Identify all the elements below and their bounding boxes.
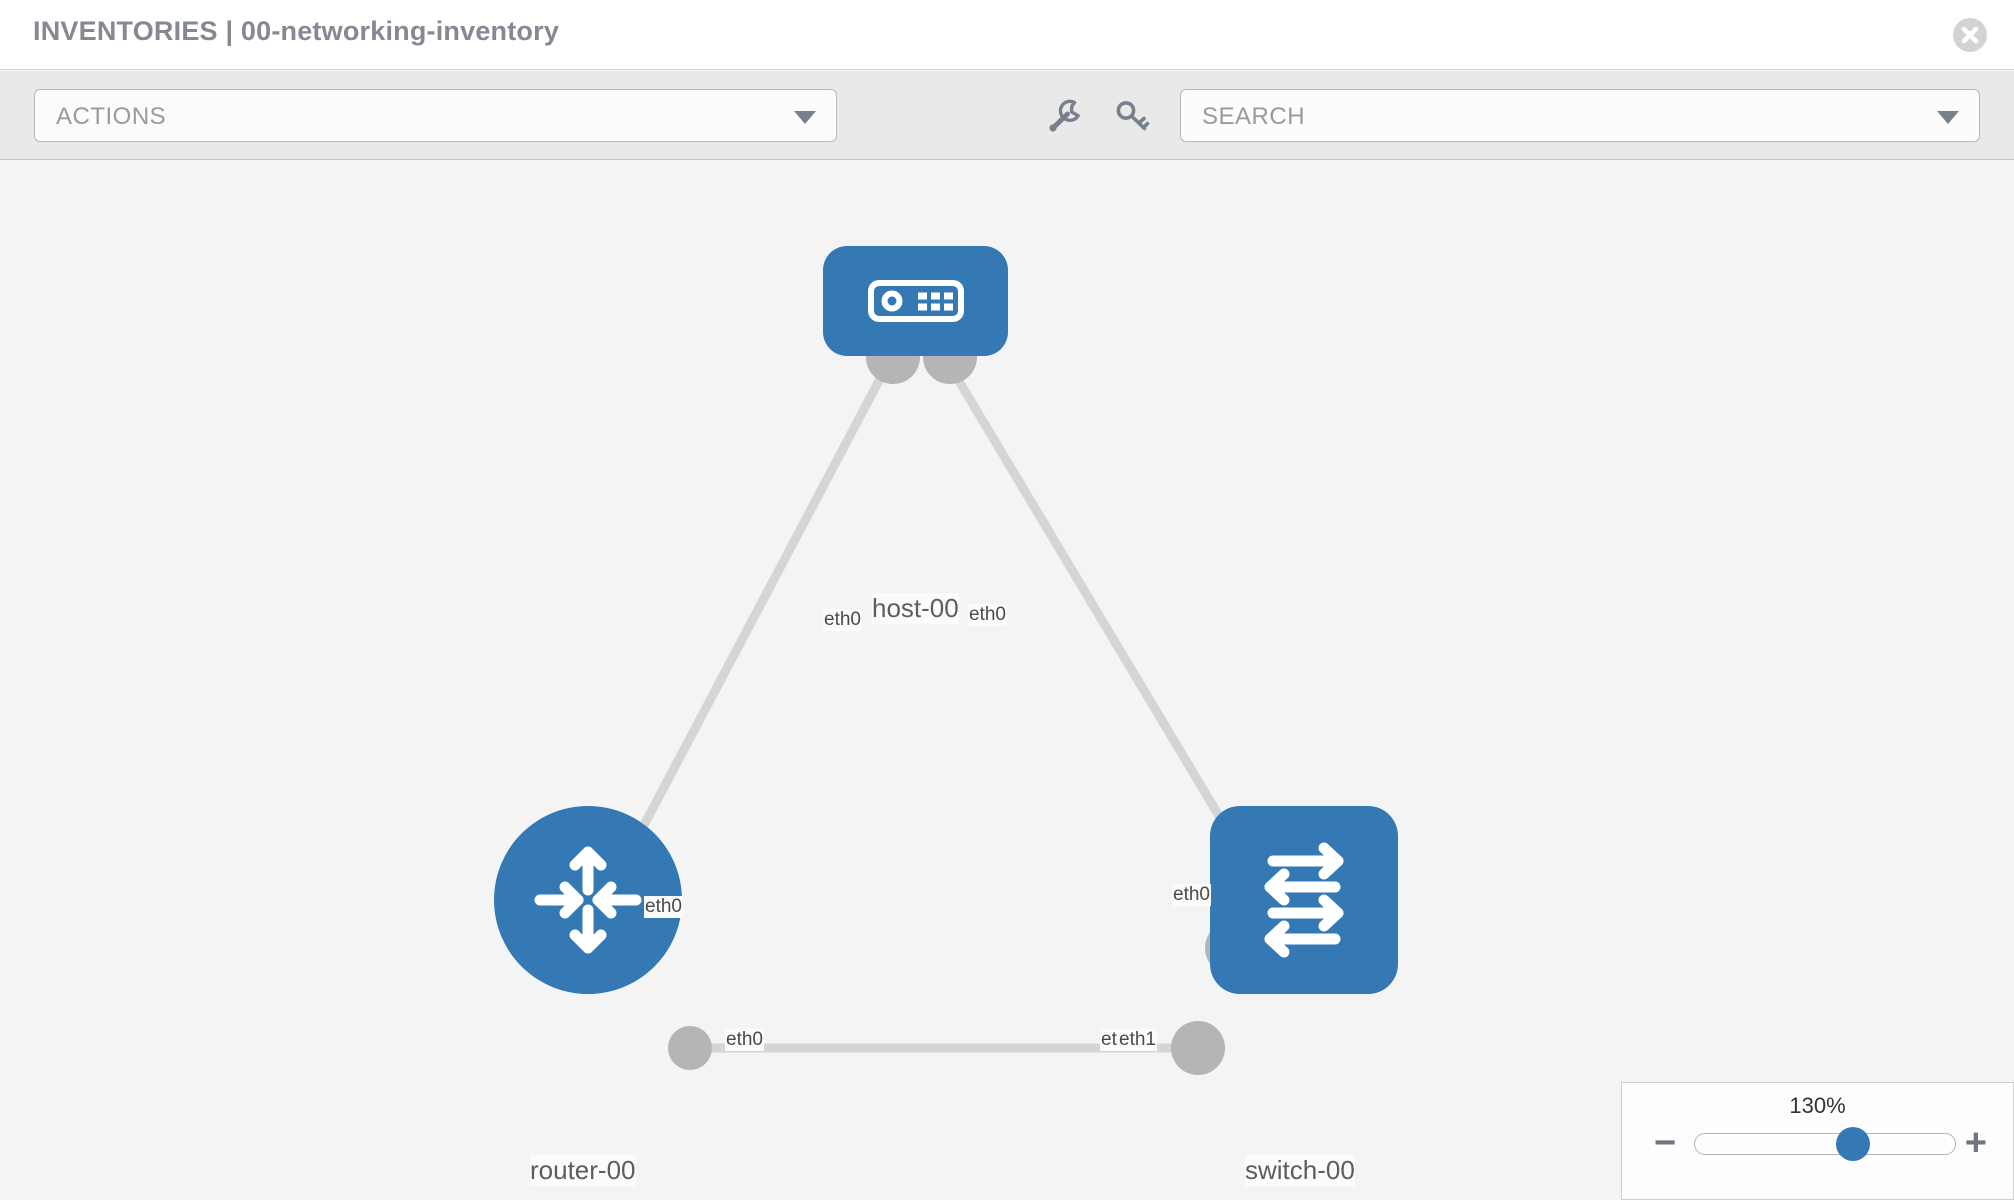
node-host-00-name: host-00	[872, 593, 959, 624]
actions-dropdown-label: ACTIONS	[56, 103, 167, 130]
node-switch-00-label: switch-00	[1245, 1155, 1355, 1186]
wrench-icon[interactable]	[1043, 95, 1085, 137]
search-placeholder: SEARCH	[1202, 103, 1306, 130]
node-host-00-shape[interactable]	[823, 246, 1008, 356]
search-chevron-down-icon	[1937, 111, 1959, 124]
iface-label-switch-up: eth0	[1172, 884, 1211, 906]
toolbar: ACTIONS SEARCH	[0, 71, 2014, 160]
iface-label-switch-left-eth1: eth1	[1118, 1029, 1157, 1051]
close-button[interactable]	[1953, 18, 1987, 52]
actions-dropdown[interactable]: ACTIONS	[34, 89, 837, 142]
node-switch-00-shape[interactable]	[1210, 806, 1398, 994]
zoom-slider-track[interactable]	[1694, 1127, 1956, 1161]
topology-canvas[interactable]: host-00 host-00 router-00	[0, 161, 2014, 1200]
search-input[interactable]: SEARCH	[1180, 89, 1980, 142]
zoom-out-button[interactable]: −	[1654, 1122, 1677, 1164]
iface-label-host-left: eth0	[823, 609, 862, 631]
node-router-00-label: router-00	[530, 1155, 636, 1186]
link-host-router[interactable]	[621, 338, 904, 864]
page-title: INVENTORIES | 00-networking-inventory	[33, 16, 560, 46]
chevron-down-icon	[794, 111, 816, 124]
server-icon	[867, 280, 964, 322]
zoom-in-button[interactable]: +	[1964, 1122, 1987, 1164]
iface-label-host-right: eth0	[968, 604, 1007, 626]
zoom-control-panel: 130% − +	[1621, 1082, 2014, 1200]
zoom-level-value: 130%	[1789, 1093, 1846, 1118]
key-icon[interactable]	[1111, 95, 1153, 137]
iface-label-router-up: eth0	[644, 896, 683, 918]
zoom-slider-thumb[interactable]	[1836, 1127, 1870, 1161]
router-icon	[534, 846, 642, 954]
iface-label-router-right: eth0	[725, 1029, 764, 1051]
iface-dot-switch-left[interactable]	[1171, 1021, 1225, 1075]
link-host-switch[interactable]	[931, 338, 1244, 854]
switch-icon	[1264, 842, 1344, 958]
close-icon	[1961, 26, 1979, 44]
iface-dot-router-right[interactable]	[668, 1026, 712, 1070]
app-header: INVENTORIES | 00-networking-inventory	[0, 0, 2014, 70]
